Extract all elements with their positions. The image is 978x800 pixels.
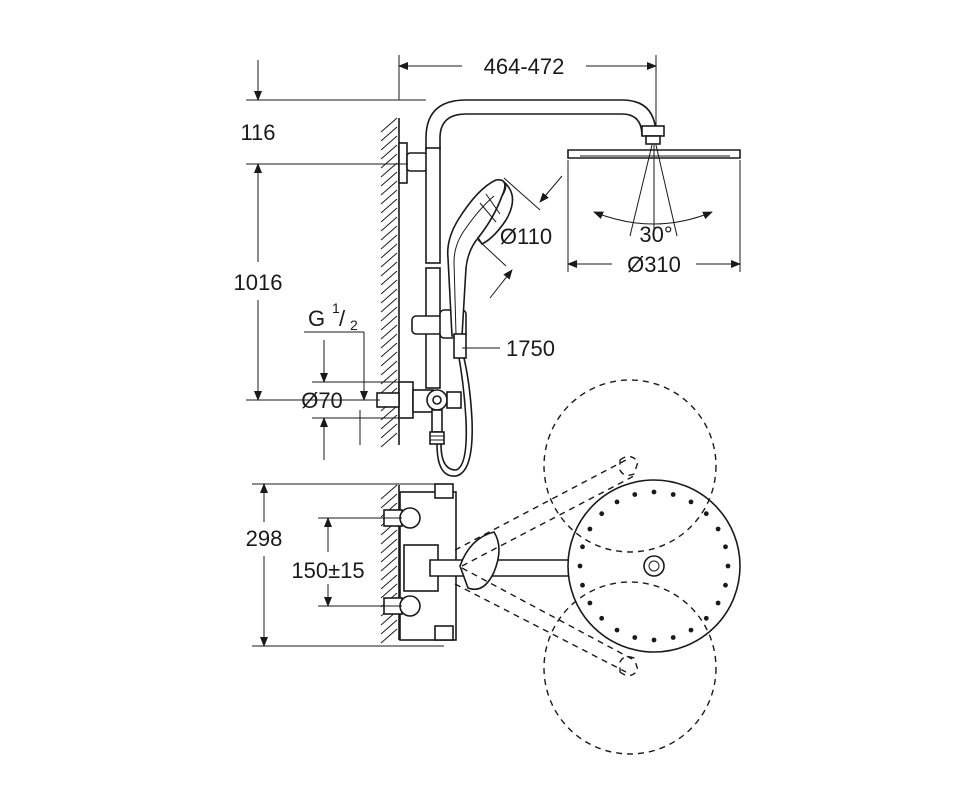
top-view-assembly	[383, 379, 741, 755]
hand-shower	[446, 179, 514, 359]
dimension-flange: Ø70	[301, 340, 399, 460]
dimension-wall-offset: 116	[240, 60, 426, 145]
dimension-head-angle-label: 30°	[639, 222, 672, 247]
dimension-hand-shower: Ø110	[477, 175, 563, 299]
dimension-thread: G 1 / 2	[304, 300, 368, 401]
dimension-flange-label: Ø70	[301, 388, 343, 413]
thread-denominator: 2	[350, 317, 358, 333]
dimension-mixer-height-label: 298	[246, 526, 283, 551]
dimension-rail-height: 1016	[234, 163, 408, 401]
head-shower	[567, 125, 741, 238]
dimension-wall-offset-label: 116	[240, 120, 275, 145]
dimension-hose: 1750	[462, 336, 555, 361]
dimension-hand-shower-label: Ø110	[500, 224, 552, 249]
dimension-head-shower: Ø310	[567, 160, 741, 277]
dimension-rail-height-label: 1016	[234, 270, 283, 295]
wall-lower	[380, 484, 400, 644]
dimension-mixer-height: 298	[246, 483, 444, 647]
dimension-arm-reach: 464-472	[398, 54, 657, 126]
dimension-arm-reach-label: 464-472	[484, 54, 565, 79]
dimension-connection-spacing-label: 150±15	[291, 558, 364, 583]
thread-numerator: 1	[332, 300, 340, 316]
dimension-connection-spacing: 150±15	[291, 517, 402, 607]
dimension-hose-label: 1750	[506, 336, 555, 361]
dimension-head-shower-label: Ø310	[627, 252, 681, 277]
svg-text:/: /	[339, 306, 346, 331]
thread-label: G	[308, 306, 325, 331]
